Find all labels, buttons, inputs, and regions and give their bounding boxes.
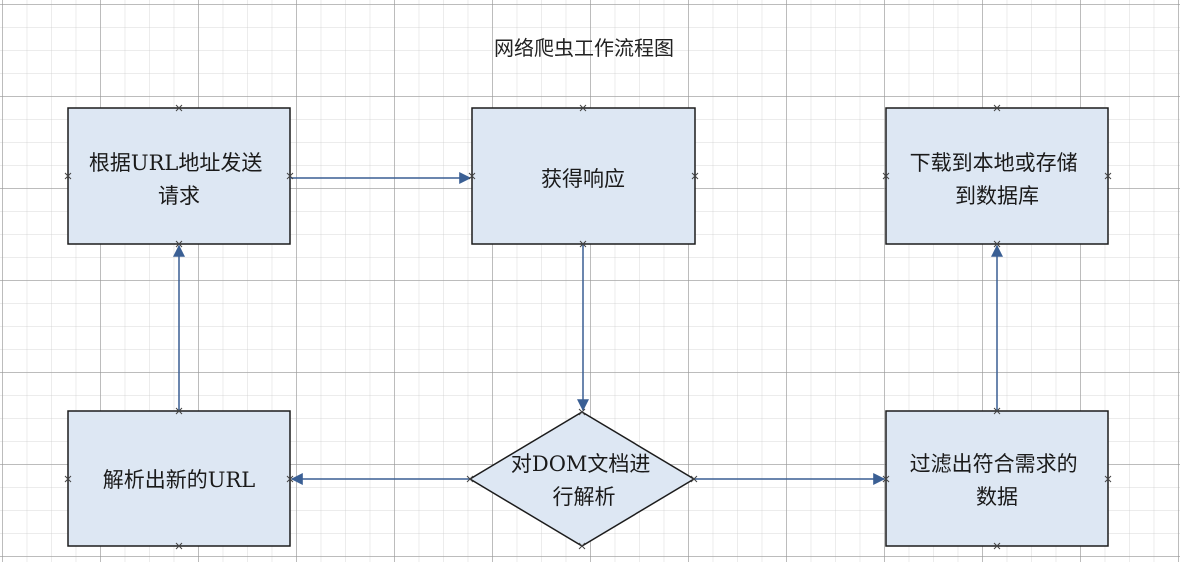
connection-handle-icon: [993, 542, 1001, 550]
connection-handle-icon: [579, 104, 587, 112]
connection-handle-icon: [466, 475, 474, 483]
connection-handle-icon: [468, 172, 476, 180]
connection-handle-icon: [579, 240, 587, 248]
box-filter-label: 过滤出符合需求的 数据: [910, 452, 1085, 509]
connection-handle-icon: [286, 475, 294, 483]
box-filter[interactable]: [885, 410, 1109, 547]
box-parse-url[interactable]: [67, 410, 291, 547]
connection-handle-icon: [64, 172, 72, 180]
diamond-parse-dom-label: 对DOM文档进 行解析: [511, 452, 657, 509]
connection-handle-icon: [993, 104, 1001, 112]
connection-handle-icon: [578, 542, 586, 550]
box-save[interactable]: [885, 107, 1109, 245]
diamond-parse-dom[interactable]: [468, 411, 696, 547]
connection-handle-icon: [882, 475, 890, 483]
connection-handle-icon: [993, 240, 1001, 248]
connection-handle-icon: [882, 172, 890, 180]
connection-handle-icon: [64, 475, 72, 483]
box-send-request-label: 根据URL地址发送 请求: [89, 151, 269, 208]
connection-handle-icon: [175, 542, 183, 550]
connection-handle-icon: [1104, 475, 1112, 483]
box-send-request[interactable]: [67, 107, 291, 245]
connection-handle-icon: [690, 475, 698, 483]
box-parse-url-label: 解析出新的URL: [103, 468, 256, 492]
connection-handle-icon: [578, 408, 586, 416]
connection-handle-icon: [691, 172, 699, 180]
connection-handle-icon: [175, 104, 183, 112]
connection-handle-icon: [993, 407, 1001, 415]
diagram-title: 网络爬虫工作流程图: [494, 36, 674, 60]
box-save-label: 下载到本地或存储 到数据库: [910, 151, 1085, 208]
connection-handle-icon: [286, 172, 294, 180]
connection-handle-icon: [175, 240, 183, 248]
connection-handles: [64, 104, 1112, 550]
connection-handle-icon: [175, 407, 183, 415]
box-get-response-label: 获得响应: [541, 167, 625, 191]
connection-handle-icon: [1104, 172, 1112, 180]
